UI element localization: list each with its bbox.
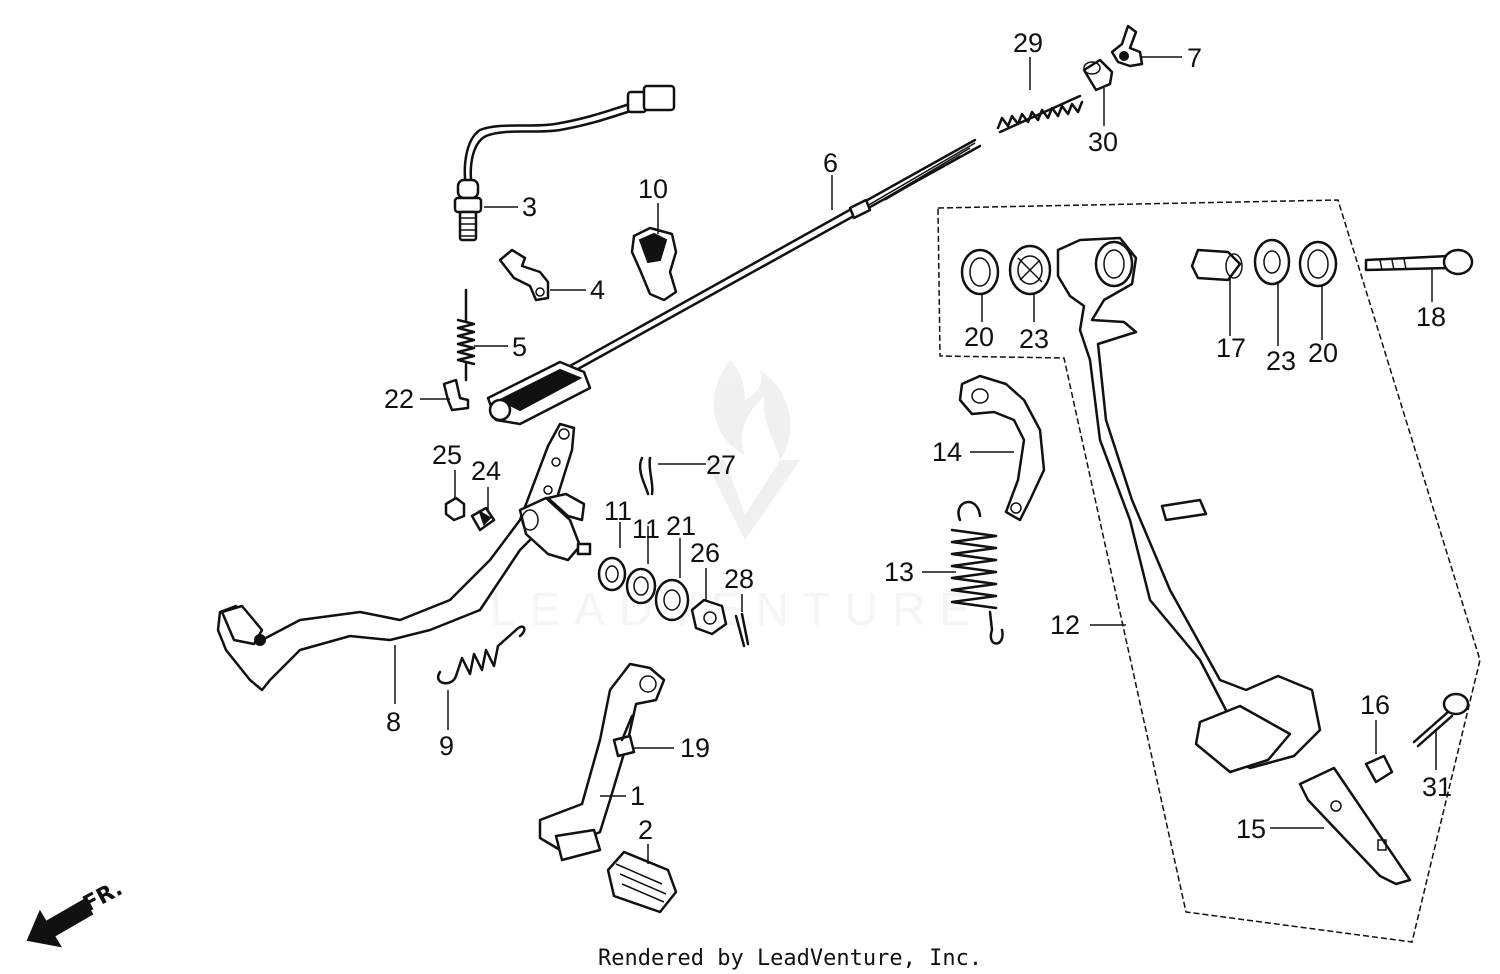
label-21: 21 — [666, 511, 696, 541]
label-9: 9 — [439, 731, 454, 761]
label-8: 8 — [386, 707, 401, 737]
front-direction-indicator: FR. — [26, 876, 127, 948]
part-20-seal-right[interactable] — [1298, 240, 1338, 288]
part-9-spring[interactable] — [436, 625, 526, 685]
arrow-down-left-icon — [26, 898, 94, 948]
part-18-bolt[interactable] — [1364, 248, 1474, 276]
kickstarter-assembly-boundary — [937, 199, 1481, 943]
label-15: 15 — [1236, 814, 1266, 844]
label-13: 13 — [884, 557, 914, 587]
part-30-joint[interactable] — [1082, 58, 1114, 92]
part-1-shift-arm[interactable] — [538, 662, 666, 862]
part-19-bolt[interactable] — [612, 714, 636, 758]
label-11b: 11 — [632, 514, 660, 544]
part-25-nut[interactable] — [444, 496, 466, 522]
label-11a: 11 — [604, 496, 632, 526]
label-30: 30 — [1088, 127, 1118, 157]
part-31-bolt[interactable] — [1412, 692, 1470, 748]
part-10-cover[interactable] — [630, 226, 678, 302]
label-27: 27 — [706, 450, 736, 480]
label-20b: 20 — [1308, 338, 1338, 368]
label-10: 10 — [638, 174, 668, 204]
part-27-cotter-pin[interactable] — [638, 456, 654, 496]
label-22: 22 — [384, 384, 414, 414]
watermark: LEADVENTURE — [490, 360, 984, 635]
label-3: 3 — [522, 192, 537, 222]
part-20-seal-left[interactable] — [960, 248, 1000, 296]
label-20a: 20 — [964, 322, 994, 352]
label-1: 1 — [630, 781, 645, 811]
label-2: 2 — [638, 815, 653, 845]
label-6: 6 — [823, 148, 838, 178]
label-18: 18 — [1416, 302, 1446, 332]
part-23-bearing-right[interactable] — [1253, 238, 1291, 286]
label-25: 25 — [432, 440, 462, 470]
part-6-brake-rod[interactable] — [486, 138, 982, 426]
part-28-cotter-pin[interactable] — [734, 612, 750, 648]
part-12-kickstarter-arm[interactable] — [1056, 236, 1322, 774]
part-11-washer-b[interactable] — [625, 567, 657, 605]
label-4: 4 — [590, 275, 605, 305]
part-29-spring[interactable] — [996, 94, 1084, 134]
part-14-stopper-plate[interactable] — [958, 374, 1046, 522]
label-23b: 23 — [1266, 346, 1296, 376]
label-19: 19 — [680, 733, 710, 763]
watermark-text: LEADVENTURE — [490, 583, 984, 635]
part-3-switch[interactable] — [453, 84, 676, 242]
part-26-nut[interactable] — [690, 598, 728, 636]
part-8-brake-pedal[interactable] — [216, 422, 592, 692]
part-15-rubber[interactable] — [1298, 766, 1412, 886]
part-2-rubber[interactable] — [606, 850, 678, 914]
label-24: 24 — [471, 456, 501, 486]
part-17-collar[interactable] — [1190, 248, 1243, 282]
part-16-collar[interactable] — [1364, 754, 1394, 784]
part-21-washer[interactable] — [654, 578, 690, 622]
part-4-stay[interactable] — [498, 248, 550, 302]
part-22-pin[interactable] — [442, 378, 470, 412]
label-14: 14 — [932, 437, 962, 467]
part-13-spring[interactable] — [950, 500, 1004, 645]
label-26: 26 — [690, 538, 720, 568]
footer-credit: Rendered by LeadVenture, Inc. — [598, 946, 982, 971]
part-5-spring[interactable] — [456, 288, 476, 382]
label-12: 12 — [1050, 610, 1080, 640]
label-29: 29 — [1013, 28, 1043, 58]
part-24-bolt[interactable] — [470, 506, 496, 532]
part-11-washer-a[interactable] — [597, 556, 627, 592]
label-17: 17 — [1216, 333, 1246, 363]
label-31: 31 — [1422, 772, 1452, 802]
label-23a: 23 — [1019, 324, 1049, 354]
leader-lines — [394, 56, 1437, 864]
part-7-nut[interactable] — [1110, 24, 1144, 68]
label-16: 16 — [1360, 690, 1390, 720]
label-28: 28 — [724, 564, 754, 594]
label-5: 5 — [512, 332, 527, 362]
label-7: 7 — [1187, 43, 1202, 73]
part-23-bearing-left[interactable] — [1008, 244, 1052, 296]
